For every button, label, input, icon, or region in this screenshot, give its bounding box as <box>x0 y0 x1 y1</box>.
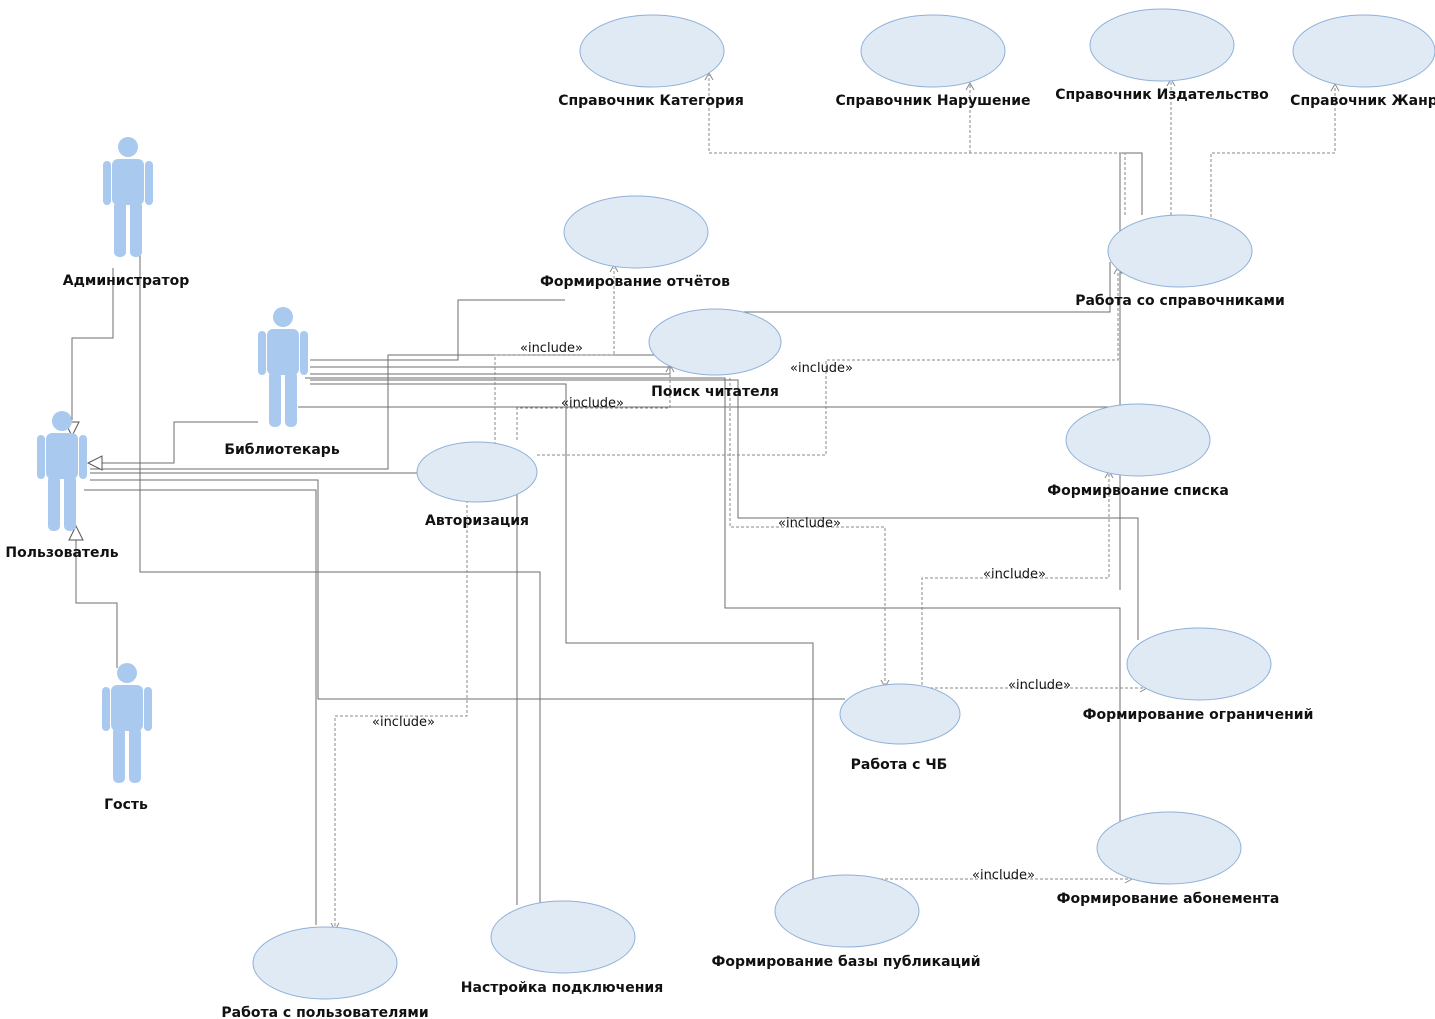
connectors <box>64 71 1340 932</box>
person-icon[interactable] <box>258 307 308 427</box>
use-case-ellipse[interactable] <box>1107 214 1253 288</box>
gen-triangle-bottom <box>68 524 84 541</box>
use-case-ellipse[interactable] <box>563 195 709 269</box>
generalization-librarian-user <box>102 421 258 464</box>
use-cases: Справочник Категория Справочник Нарушени… <box>221 8 1435 1019</box>
actor-librarian[interactable]: Библиотекарь <box>224 307 340 458</box>
use-case-genre[interactable]: Справочник Жанр <box>1290 14 1435 109</box>
use-case-ellipse[interactable] <box>1126 627 1272 701</box>
actor-admin[interactable]: Администратор <box>63 137 190 289</box>
use-case-reports[interactable]: Формирование отчётов <box>540 195 730 290</box>
use-case-label: Авторизация <box>425 513 529 529</box>
use-case-label: Справочник Категория <box>558 93 744 109</box>
actor-label: Пользователь <box>5 545 118 561</box>
use-case-users[interactable]: Работа с пользователями <box>221 926 429 1019</box>
use-case-conn[interactable]: Настройка подключения <box>461 900 663 996</box>
use-case-pub[interactable]: Справочник Издательство <box>1055 8 1269 103</box>
gen-triangle-right <box>86 455 103 471</box>
use-case-ellipse[interactable] <box>774 874 920 948</box>
dep-auth-reports <box>494 268 615 445</box>
use-case-label: Формирование ограничений <box>1083 707 1314 723</box>
include-label: «include» <box>983 567 1046 582</box>
use-case-ellipse[interactable] <box>416 441 538 503</box>
use-case-label: Справочник Нарушение <box>835 93 1030 109</box>
assoc-librarian-reports <box>310 299 565 361</box>
use-case-label: Формирвоание списка <box>1047 483 1229 499</box>
include-label: «include» <box>972 868 1035 883</box>
assoc-librarian-search-2 <box>310 355 671 375</box>
arrowhead-viol <box>965 81 975 91</box>
use-case-search[interactable]: Поиск читателя <box>648 308 782 400</box>
dep-refs-cat <box>708 75 1126 215</box>
include-label: «include» <box>520 341 583 356</box>
use-case-auth[interactable]: Авторизация <box>416 441 538 529</box>
assoc-admin-users <box>84 489 317 925</box>
use-case-label: Работа с ЧБ <box>851 757 948 773</box>
include-label: «include» <box>778 516 841 531</box>
actor-guest[interactable]: Гость <box>102 663 152 813</box>
use-case-label: Работа с пользователями <box>221 1005 428 1019</box>
include-label: «include» <box>561 396 624 411</box>
assoc-librarian-pubdb <box>310 383 814 880</box>
use-case-ellipse[interactable] <box>1089 8 1235 82</box>
use-case-chb[interactable]: Работа с ЧБ <box>839 683 961 773</box>
use-case-ellipse[interactable] <box>839 683 961 745</box>
use-case-label: Формирование абонемента <box>1057 891 1280 907</box>
use-case-cat[interactable]: Справочник Категория <box>558 14 744 109</box>
assoc-admin-connection <box>139 225 541 905</box>
use-case-list[interactable]: Формирвоание списка <box>1047 403 1229 499</box>
actor-user[interactable]: Пользователь <box>5 411 119 561</box>
include-label: «include» <box>1008 678 1071 693</box>
use-case-label: Поиск читателя <box>651 384 779 400</box>
assoc-librarian-subscr <box>305 377 1121 822</box>
use-case-viol[interactable]: Справочник Нарушение <box>835 14 1031 109</box>
use-case-label: Настройка подключения <box>461 980 663 996</box>
include-label: «include» <box>372 715 435 730</box>
include-labels: «include» «include» «include» «include» … <box>372 341 1071 883</box>
use-case-label: Формирование отчётов <box>540 274 730 290</box>
actors: Администратор Библиотекарь Пользователь … <box>5 137 340 813</box>
actor-label: Администратор <box>63 273 190 289</box>
use-case-pubdb[interactable]: Формирование базы публикаций <box>711 874 981 970</box>
assoc-user-chb <box>90 479 845 700</box>
use-case-ellipse[interactable] <box>648 308 782 376</box>
dep-auth-search <box>516 368 671 440</box>
dep-chb-list <box>921 473 1110 690</box>
use-case-refs[interactable]: Работа со справочниками <box>1075 214 1285 309</box>
use-case-ellipse[interactable] <box>1292 14 1435 88</box>
use-case-label: Формирование базы публикаций <box>711 954 980 970</box>
person-icon[interactable] <box>102 663 152 783</box>
use-case-ellipse[interactable] <box>860 14 1006 88</box>
dep-auth-users <box>334 500 468 928</box>
use-case-ellipse[interactable] <box>579 14 725 88</box>
actor-label: Библиотекарь <box>224 442 340 458</box>
person-icon[interactable] <box>103 137 153 257</box>
actor-label: Гость <box>104 797 148 813</box>
generalization-guest-user <box>75 540 118 668</box>
use-case-ellipse[interactable] <box>252 926 398 1000</box>
assoc-librarian-chb <box>310 379 1139 640</box>
use-case-ellipse[interactable] <box>1065 403 1211 477</box>
dep-refs-genre <box>1210 87 1336 222</box>
include-label: «include» <box>790 361 853 376</box>
use-case-ellipse[interactable] <box>1096 811 1242 885</box>
use-case-label: Справочник Издательство <box>1055 87 1269 103</box>
assoc-refs-library <box>1119 152 1143 590</box>
use-case-ellipse[interactable] <box>490 900 636 974</box>
use-case-label: Справочник Жанр <box>1290 93 1435 109</box>
person-icon[interactable] <box>37 411 87 531</box>
dep-search-chb <box>729 378 886 685</box>
use-case-label: Работа со справочниками <box>1075 293 1285 309</box>
use-case-limits[interactable]: Формирование ограничений <box>1083 627 1314 723</box>
assoc-user-reports <box>90 354 708 470</box>
use-case-subscr[interactable]: Формирование абонемента <box>1057 811 1280 907</box>
generalization-admin-user <box>71 268 114 420</box>
